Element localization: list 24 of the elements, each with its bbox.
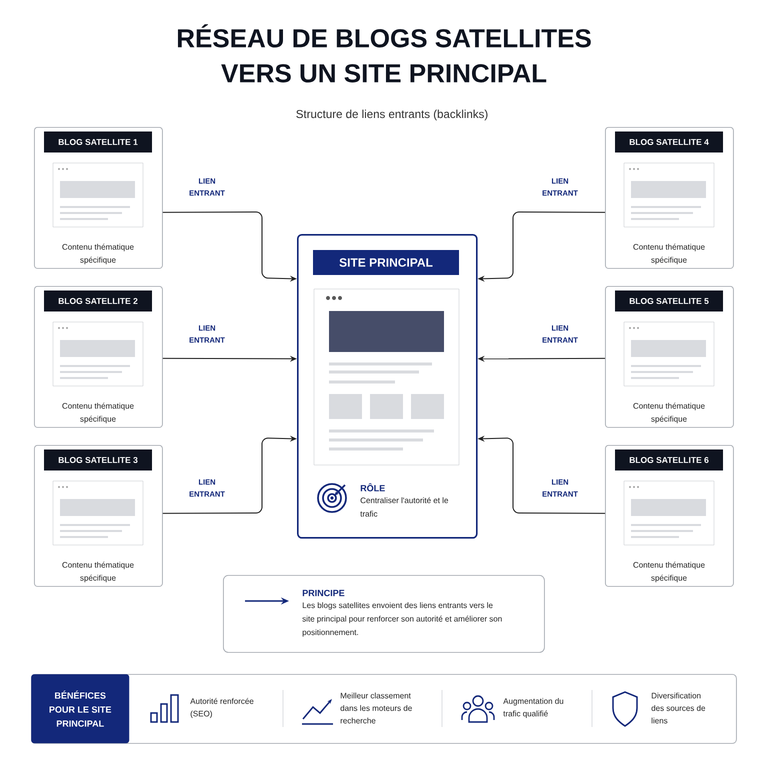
card-text: Contenu thématique spécifique [633, 402, 705, 424]
card-title: BLOG SATELLITE 4 [615, 132, 723, 152]
card-text: Contenu thématique spécifique [62, 244, 134, 264]
subtitle: Structure de liens entrants (backlinks) [296, 110, 488, 120]
card-title: BLOG SATELLITE 1 [44, 132, 152, 152]
benefit-text: Augmentation du trafic qualifié [503, 698, 564, 718]
site-title: SITE PRINCIPAL [313, 250, 459, 275]
card-title: BLOG SATELLITE 6 [615, 450, 723, 470]
card-text: Contenu thématique spécifique [633, 562, 705, 582]
benefit-text: Meilleur classement dans les moteurs de recherche [340, 692, 412, 724]
role-text: Centraliser l'autorité et le trafic [360, 497, 448, 517]
benefits-banner: BÉNÉFICES POUR LE SITE PRINCIPAL [31, 674, 130, 744]
benefit-text: Autorité renforcée (SEO) [190, 698, 254, 718]
card-title: BLOG SATELLITE 2 [44, 290, 152, 312]
card-title: BLOG SATELLITE 3 [44, 450, 152, 470]
card-title: BLOG SATELLITE 5 [615, 290, 723, 312]
principle-heading: PRINCIPE [302, 590, 344, 596]
role-heading: RÔLE [360, 483, 385, 492]
card-text: Contenu thématique spécifique [633, 244, 705, 264]
benefit-text: Diversification des sources de liens [652, 692, 706, 724]
card-text: Contenu thématique spécifique [62, 402, 134, 424]
principle-text: Les blogs satellites envoient des liens entrants vers le site principal pour renforcer son autorité et améliorer son positionnement. [302, 602, 502, 637]
title: RÉSEAU DE BLOGS SATELLITES VERS UN SITE PRINCIPAL [178, 24, 591, 82]
card-text: Contenu thématique spécifique [62, 562, 134, 582]
